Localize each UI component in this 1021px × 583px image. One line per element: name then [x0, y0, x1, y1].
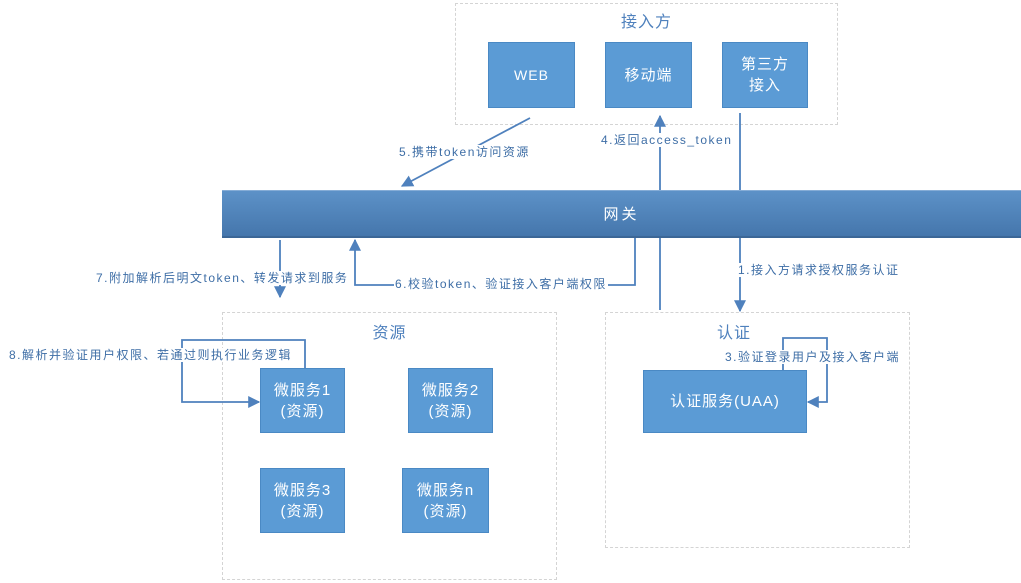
microservice-2-sublabel: (资源) — [428, 402, 473, 420]
microservice-1-label: 微服务1 — [273, 381, 332, 399]
third-party-label-line-1: 第三方 — [740, 56, 789, 73]
microservice-3-sublabel: (资源) — [280, 502, 325, 520]
client-group: 接入方 — [455, 3, 838, 125]
microservice-n-label: 微服务n — [416, 481, 475, 499]
microservice-1-sublabel: (资源) — [280, 402, 325, 420]
auth-group: 认证 — [605, 312, 910, 548]
mobile-client-label: 移动端 — [624, 66, 673, 84]
step-1-label: 1.接入方请求授权服务认证 — [737, 263, 901, 277]
step-7-label: 7.附加解析后明文token、转发请求到服务 — [95, 271, 350, 285]
web-client-label: WEB — [514, 66, 549, 83]
microservice-3-node: 微服务3 (资源) — [260, 468, 345, 533]
mobile-client-node: 移动端 — [605, 42, 692, 108]
microservice-3-label: 微服务3 — [273, 481, 332, 499]
microservice-n-sublabel: (资源) — [423, 502, 468, 520]
client-group-title: 接入方 — [620, 14, 672, 31]
step-8-label: 8.解析并验证用户权限、若通过则执行业务逻辑 — [8, 348, 294, 362]
resource-group: 资源 — [222, 312, 557, 580]
auth-group-title: 认证 — [717, 325, 752, 342]
third-party-label-line-2: 接入 — [748, 77, 781, 94]
uaa-service-node: 认证服务(UAA) — [643, 370, 807, 433]
resource-group-title: 资源 — [372, 325, 407, 342]
step-6-label: 6.校验token、验证接入客户端权限 — [394, 277, 608, 291]
microservice-2-label: 微服务2 — [421, 381, 480, 399]
microservice-n-node: 微服务n (资源) — [402, 468, 489, 533]
microservice-2-node: 微服务2 (资源) — [408, 368, 493, 433]
third-party-client-node: 第三方 接入 — [722, 42, 808, 108]
microservice-1-node: 微服务1 (资源) — [260, 368, 345, 433]
web-client-node: WEB — [488, 42, 575, 108]
arrow-step-8 — [181, 339, 306, 408]
gateway-bar: 网关 — [222, 190, 1021, 238]
step-4-label: 4.返回access_token — [600, 133, 734, 147]
uaa-service-label: 认证服务(UAA) — [670, 393, 780, 410]
step-5-label: 5.携带token访问资源 — [398, 145, 531, 159]
arrow-step-3 — [782, 337, 828, 408]
step-3-label: 3.验证登录用户及接入客户端 — [724, 350, 902, 364]
gateway-label: 网关 — [603, 205, 640, 223]
